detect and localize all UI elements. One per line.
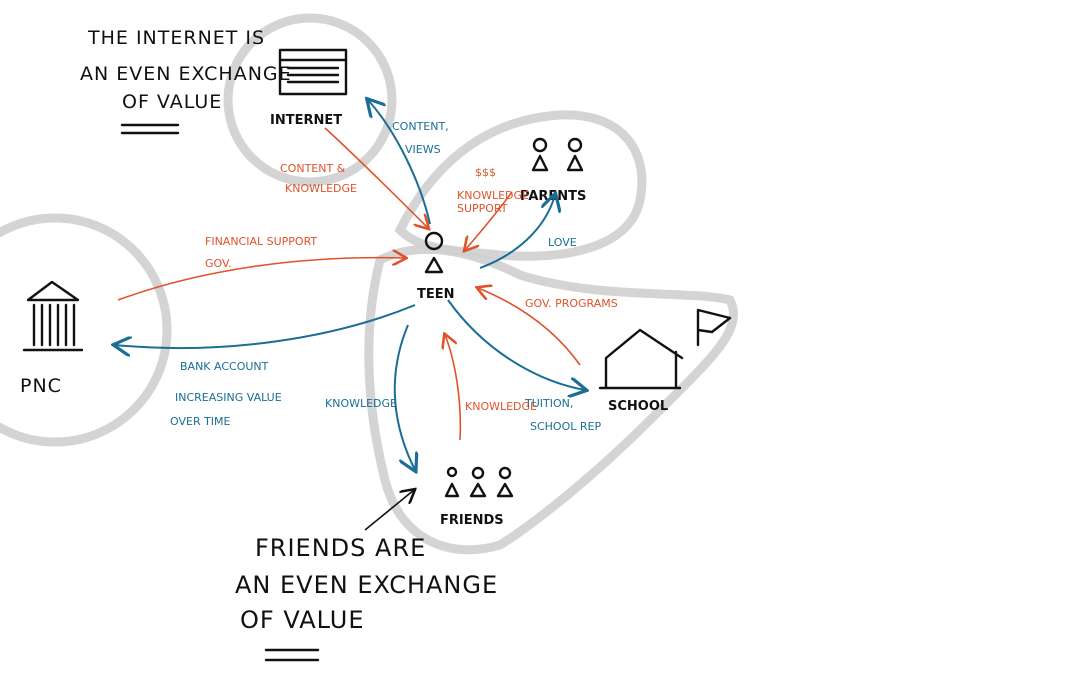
internet-label: Internet (270, 113, 342, 128)
browser-icon (278, 48, 348, 96)
arrow-teen-to-parents (479, 195, 555, 269)
arrow-teen-to-school (447, 299, 585, 390)
edge-label: school rep (530, 420, 601, 433)
edge-label: over time (170, 415, 231, 428)
note-line: an even exchange (235, 571, 498, 599)
edge-label: Bank account (180, 360, 269, 373)
internet-node: Internet (270, 48, 348, 128)
people-icon (444, 466, 514, 498)
arrow-parents-to-teen (465, 191, 513, 250)
people-icon (531, 137, 584, 172)
school-building-icon (598, 308, 732, 390)
internet-group-outline (223, 13, 397, 187)
note-line: of value (122, 91, 222, 113)
edge-label: Knowledge (465, 400, 537, 413)
edge-label: Tuition, (524, 397, 573, 410)
edge-label: gov. (205, 257, 232, 270)
bank-node: PNC (20, 280, 84, 397)
edge-label: views (405, 143, 441, 156)
bank-label: PNC (20, 375, 62, 397)
bank-group-outline (0, 213, 172, 447)
school-label: School (608, 399, 668, 414)
school-node: School (598, 308, 732, 414)
edge-label: Knowledge (325, 397, 397, 410)
friends-label: Friends (440, 513, 504, 528)
person-icon (424, 231, 444, 274)
friends-note: Friends are an even exchange of value (235, 490, 498, 662)
arrow-friends-to-teen (445, 335, 462, 441)
edge-label: Love (548, 236, 577, 249)
edge-label: Increasing value (175, 391, 282, 404)
note-line: of value (240, 606, 365, 634)
arrow-internet-to-teen (324, 127, 428, 228)
edge-label: support (457, 202, 508, 215)
note-line: an even exchange (80, 63, 292, 85)
teen-label: Teen (417, 287, 455, 302)
edge-label: Gov. programs (525, 297, 618, 310)
parents-group-outline (394, 110, 647, 261)
edge-label: Content, (392, 120, 449, 133)
edge-label: knowledge (457, 189, 529, 202)
edge-label: Content & (280, 162, 346, 175)
pointer-arrow (364, 490, 414, 531)
internet-note: The Internet is an even exchange of valu… (80, 27, 292, 135)
arrow-teen-to-friends (393, 324, 415, 470)
underline-icon (264, 648, 320, 662)
arrow-teen-to-internet (368, 100, 431, 225)
note-line: The Internet is (87, 27, 265, 49)
underline-icon (120, 123, 180, 135)
edge-label: Financial support (205, 235, 317, 248)
bank-building-icon (22, 280, 84, 352)
arrow-teen-to-bank (115, 304, 416, 348)
arrow-school-to-teen (478, 288, 581, 366)
arrow-bank-to-teen (117, 258, 405, 301)
teen-node: Teen (417, 231, 455, 302)
note-line: Friends are (255, 534, 426, 562)
parents-node: Parents (520, 137, 586, 204)
edge-label: knowledge (285, 182, 357, 195)
school-friends-group-outline (364, 244, 738, 555)
edge-label: $$$ (475, 166, 496, 179)
friends-node: Friends (440, 466, 514, 528)
